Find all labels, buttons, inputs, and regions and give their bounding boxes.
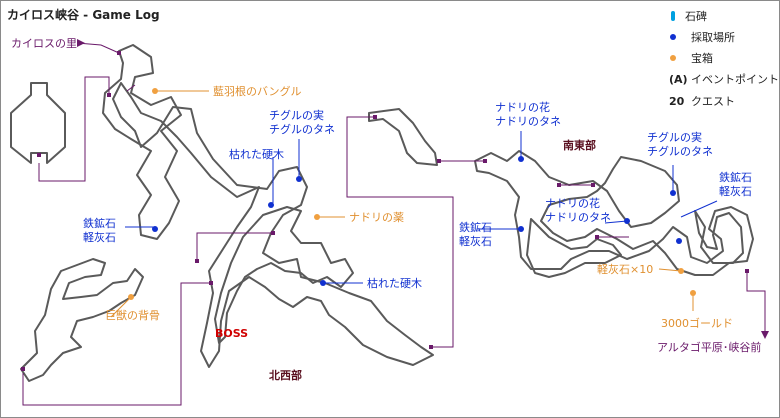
arrow-down-icon	[761, 331, 769, 339]
label-chiguru-se-2: チグルのタネ	[647, 144, 713, 158]
label-iron-se-a2: 軽灰石	[459, 234, 492, 248]
gathering-dots	[152, 156, 682, 286]
label-iron-nw-2: 軽灰石	[83, 230, 116, 244]
treasure-light-ash	[678, 268, 684, 274]
label-chiguru-nw-2: チグルのタネ	[269, 122, 335, 136]
gather-chiguru-nw	[296, 176, 302, 182]
label-altago: アルタゴ平原･峡谷前	[657, 340, 761, 354]
treasure-dots	[128, 88, 696, 300]
label-kairos-village: カイロスの里	[11, 37, 77, 50]
gather-deadwood-nw	[268, 202, 274, 208]
legend-quest-label: クエスト	[691, 95, 735, 108]
gather-iron-se-b	[676, 238, 682, 244]
gather-iron-se-a	[518, 226, 524, 232]
label-gold: 3000ゴールド	[661, 316, 733, 330]
map-title: カイロス峡谷 - Game Log	[7, 7, 160, 22]
legend-quest-symbol: 20	[669, 95, 685, 108]
gather-iron-nw	[152, 226, 158, 232]
label-chiguru-se-1: チグルの実	[647, 130, 702, 144]
corridor-village-upper	[102, 44, 182, 240]
treasure-bangle	[152, 88, 158, 94]
treasure-beast-back	[128, 294, 134, 300]
label-nadori-flower-a1: ナドリの花	[495, 101, 550, 114]
corridor-nw-main	[112, 82, 434, 368]
label-nadori-flower-a2: ナドリのタネ	[495, 115, 561, 128]
connector-points	[21, 51, 749, 371]
region-northwest: 北西部	[269, 368, 302, 382]
gather-chiguru-se	[670, 190, 676, 196]
kairos-village-area	[10, 82, 66, 164]
label-nadori-flower-b2: ナドリのタネ	[545, 211, 611, 224]
gather-nadori-se-a	[518, 156, 524, 162]
label-chiguru-nw-1: チグルの実	[269, 108, 324, 122]
corridor-se-inner	[526, 218, 622, 278]
treasure-gold	[690, 290, 696, 296]
label-beast-back: 巨獣の背骨	[105, 308, 160, 322]
label-nadori-flower-b1: ナドリの花	[545, 197, 600, 210]
label-dead-wood-2: 枯れた硬木	[367, 276, 422, 290]
legend-monument-label: 石碑	[685, 10, 707, 23]
corridor-sw	[20, 258, 144, 382]
label-iron-se-a1: 鉄鉱石	[459, 220, 492, 234]
gather-nadori-se-b	[624, 218, 630, 224]
legend: 石碑 採取場所 宝箱 (A) イベントポイント 20 クエスト	[669, 10, 779, 108]
label-dead-wood-1: 枯れた硬木	[229, 147, 284, 161]
connection-lines	[22, 42, 766, 406]
legend-treasure-label: 宝箱	[691, 51, 713, 65]
label-light-ash: 軽灰石×10	[597, 262, 653, 276]
legend-event-symbol: (A)	[669, 73, 688, 86]
boss-label: BOSS	[215, 327, 248, 340]
corridor-se	[474, 150, 754, 276]
treasure-chest-icon	[670, 55, 676, 61]
gathering-point-icon	[670, 34, 676, 40]
label-bangle: 藍羽根のバングル	[213, 84, 302, 98]
label-iron-nw-1: 鉄鉱石	[83, 216, 116, 230]
monument-icon	[671, 11, 675, 21]
legend-event-label: イベントポイント	[691, 73, 779, 86]
corridor-north	[368, 108, 438, 166]
label-nadori-medicine: ナドリの薬	[349, 211, 404, 224]
treasure-nadori-medicine	[314, 214, 320, 220]
region-southeast: 南東部	[563, 138, 596, 152]
label-iron-se-b2: 軽灰石	[719, 184, 752, 198]
arrow-left-icon	[77, 39, 85, 47]
corridor-se-east	[694, 210, 744, 264]
legend-gathering-label: 採取場所	[691, 30, 735, 44]
label-iron-se-b1: 鉄鉱石	[719, 170, 752, 184]
corridor-nw-inner	[214, 206, 354, 344]
gather-deadwood-nw2	[320, 280, 326, 286]
